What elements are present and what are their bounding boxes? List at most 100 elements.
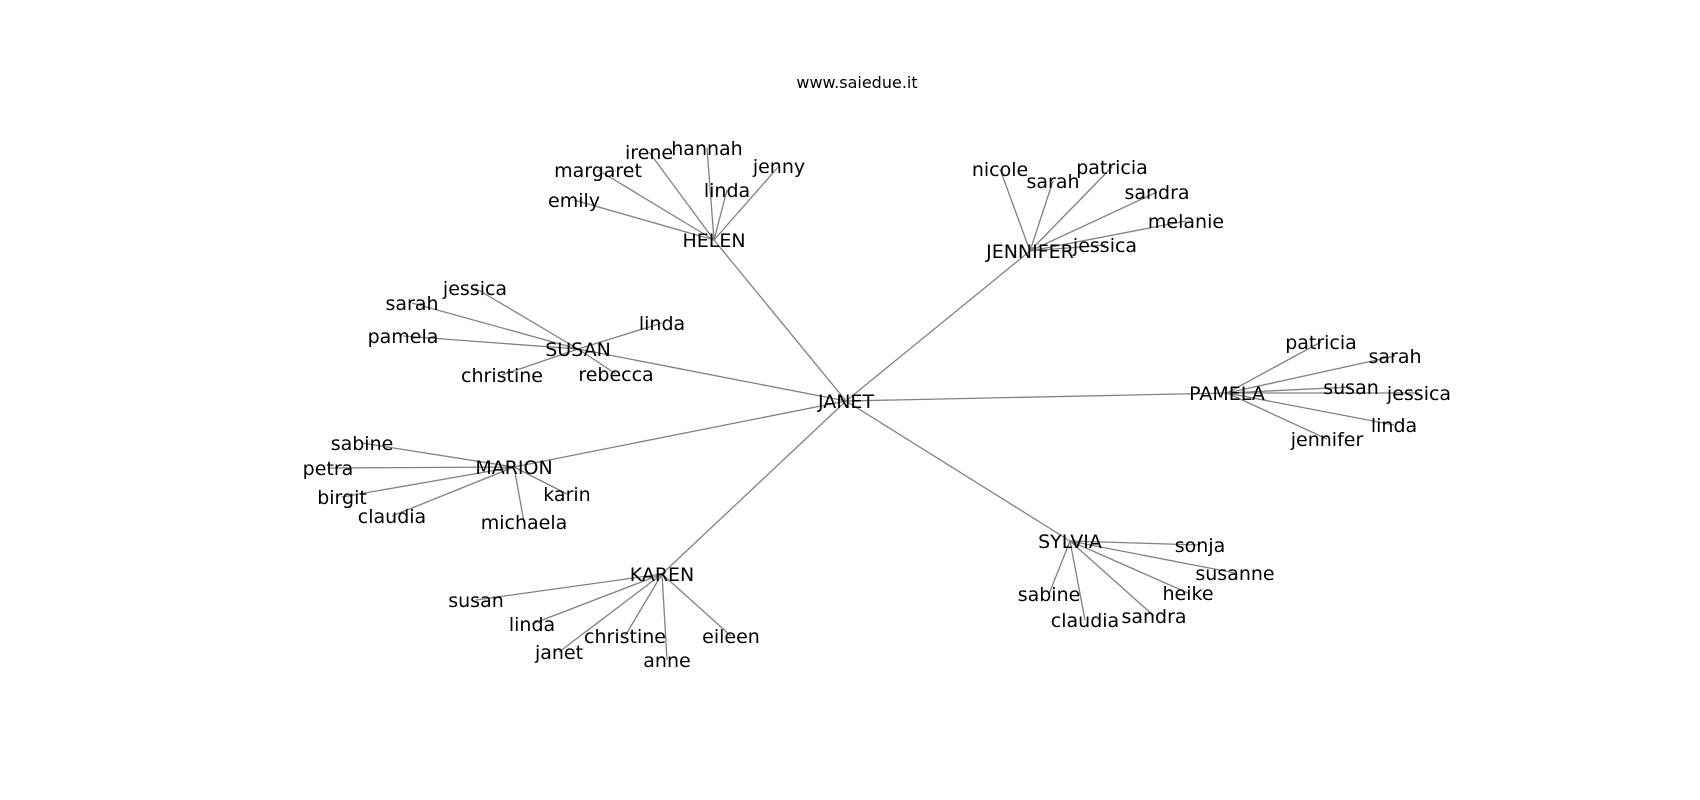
- leaf-node-pamela-jennifer: jennifer: [1290, 429, 1364, 451]
- leaf-node-sylvia-susanne: susanne: [1195, 563, 1274, 585]
- leaf-node-jennifer-jessica: jessica: [1072, 235, 1137, 257]
- leaf-node-marion-sabine: sabine: [331, 433, 394, 455]
- leaf-node-helen-emily: emily: [548, 190, 600, 212]
- hub-node-sylvia: SYLVIA: [1038, 531, 1102, 553]
- leaf-node-karen-susan: susan: [448, 590, 504, 612]
- leaf-node-susan-pamela: pamela: [368, 326, 439, 348]
- leaf-node-jennifer-patricia: patricia: [1076, 157, 1148, 179]
- edge-root-susan: [577, 348, 847, 402]
- edge-susan-linda: [577, 322, 663, 350]
- hub-node-pamela: PAMELA: [1189, 383, 1265, 405]
- hub-node-marion: MARION: [475, 457, 552, 479]
- leaf-node-jennifer-nicole: nicole: [972, 159, 1028, 181]
- edge-root-helen: [713, 239, 847, 402]
- edge-susan-christine: [501, 348, 579, 376]
- leaf-node-sylvia-claudia: claudia: [1051, 610, 1119, 632]
- edge-jennifer-sandra: [1029, 191, 1158, 252]
- edge-root-karen: [661, 400, 847, 575]
- leaf-node-pamela-sarah: sarah: [1368, 346, 1421, 368]
- edge-susan-pamela: [402, 335, 579, 350]
- leaf-node-karen-eileen: eileen: [702, 626, 760, 648]
- edge-sylvia-sonja: [1069, 540, 1201, 546]
- leaf-node-helen-linda: linda: [704, 180, 750, 202]
- hub-node-susan: SUSAN: [545, 339, 611, 361]
- edge-karen-janet: [558, 573, 663, 653]
- edge-jennifer-jessica: [1029, 244, 1106, 252]
- leaf-node-helen-irene: irene: [625, 142, 673, 164]
- leaf-node-marion-karin: karin: [543, 484, 590, 506]
- edge-marion-birgit: [341, 466, 515, 498]
- edge-sylvia-susanne: [1069, 540, 1236, 574]
- edge-marion-claudia: [391, 466, 515, 517]
- root-node-label: JANET: [817, 391, 874, 413]
- edge-sylvia-sabine: [1048, 540, 1071, 595]
- edge-susan-jessica: [474, 287, 579, 350]
- edge-karen-christine: [624, 573, 663, 637]
- edge-helen-irene: [648, 151, 715, 241]
- leaf-node-susan-rebecca: rebecca: [578, 364, 653, 386]
- edge-helen-margaret: [597, 169, 715, 241]
- edge-helen-hannah: [706, 147, 715, 241]
- leaf-node-pamela-patricia: patricia: [1285, 332, 1357, 354]
- edge-susan-sarah: [411, 302, 579, 350]
- leaf-node-karen-anne: anne: [643, 650, 690, 672]
- hub-node-jennifer: JENNIFER: [985, 241, 1074, 263]
- leaf-node-marion-birgit: birgit: [317, 487, 367, 509]
- leaf-node-jennifer-sarah: sarah: [1026, 171, 1079, 193]
- edge-sylvia-sandra: [1069, 540, 1155, 617]
- leaf-node-pamela-linda: linda: [1371, 415, 1417, 437]
- edge-helen-emily: [573, 199, 715, 241]
- edge-pamela-jennifer: [1226, 392, 1328, 440]
- leaf-node-karen-christine: christine: [584, 626, 666, 648]
- edge-karen-anne: [661, 573, 668, 661]
- edge-root-sylvia: [845, 400, 1071, 542]
- leaf-node-susan-linda: linda: [639, 313, 685, 335]
- leaf-node-helen-margaret: margaret: [554, 160, 642, 182]
- leaf-node-susan-jessica: jessica: [442, 278, 507, 300]
- leaf-node-marion-claudia: claudia: [358, 506, 426, 528]
- site-watermark: www.saiedue.it: [796, 73, 917, 92]
- edge-jennifer-patricia: [1029, 166, 1113, 252]
- edge-pamela-patricia: [1226, 341, 1322, 394]
- leaf-node-jennifer-melanie: melanie: [1148, 211, 1224, 233]
- edge-pamela-linda: [1226, 392, 1395, 426]
- edge-marion-sabine: [361, 442, 515, 468]
- edge-root-pamela: [845, 392, 1228, 402]
- edge-helen-jenny: [713, 165, 780, 241]
- leaf-node-sylvia-sabine: sabine: [1018, 584, 1081, 606]
- leaf-node-susan-christine: christine: [461, 365, 543, 387]
- leaf-node-sylvia-heike: heike: [1162, 583, 1213, 605]
- edge-helen-linda: [713, 189, 728, 241]
- edge-pamela-susan: [1226, 386, 1352, 394]
- edge-marion-karin: [513, 466, 568, 495]
- edge-layer: [327, 147, 1419, 661]
- edge-root-jennifer: [845, 250, 1031, 402]
- edge-sylvia-heike: [1069, 540, 1189, 594]
- leaf-node-marion-michaela: michaela: [481, 512, 568, 534]
- edge-root-marion: [513, 400, 847, 468]
- leaf-node-pamela-susan: susan: [1323, 377, 1379, 399]
- edge-pamela-sarah: [1226, 355, 1396, 394]
- edge-karen-eileen: [661, 573, 732, 637]
- leaf-node-sylvia-sonja: sonja: [1175, 535, 1226, 557]
- leaf-node-karen-janet: janet: [534, 642, 583, 664]
- edge-sylvia-claudia: [1069, 540, 1086, 621]
- leaf-node-marion-petra: petra: [303, 458, 354, 480]
- hub-node-karen: KAREN: [630, 564, 695, 586]
- edge-susan-rebecca: [577, 348, 617, 375]
- edge-marion-petra: [327, 466, 515, 469]
- edge-jennifer-melanie: [1029, 220, 1187, 252]
- edge-marion-michaela: [513, 466, 525, 523]
- hub-node-helen: HELEN: [682, 230, 745, 252]
- edge-jennifer-sarah: [1029, 180, 1054, 252]
- edge-karen-susan: [475, 573, 663, 601]
- leaf-node-sylvia-sandra: sandra: [1121, 606, 1186, 628]
- leaf-node-karen-linda: linda: [509, 614, 555, 636]
- leaf-node-jennifer-sandra: sandra: [1124, 182, 1189, 204]
- edge-karen-linda: [531, 573, 663, 625]
- leaf-node-helen-jenny: jenny: [752, 156, 805, 178]
- edge-jennifer-nicole: [999, 168, 1031, 252]
- leaf-node-susan-sarah: sarah: [385, 293, 438, 315]
